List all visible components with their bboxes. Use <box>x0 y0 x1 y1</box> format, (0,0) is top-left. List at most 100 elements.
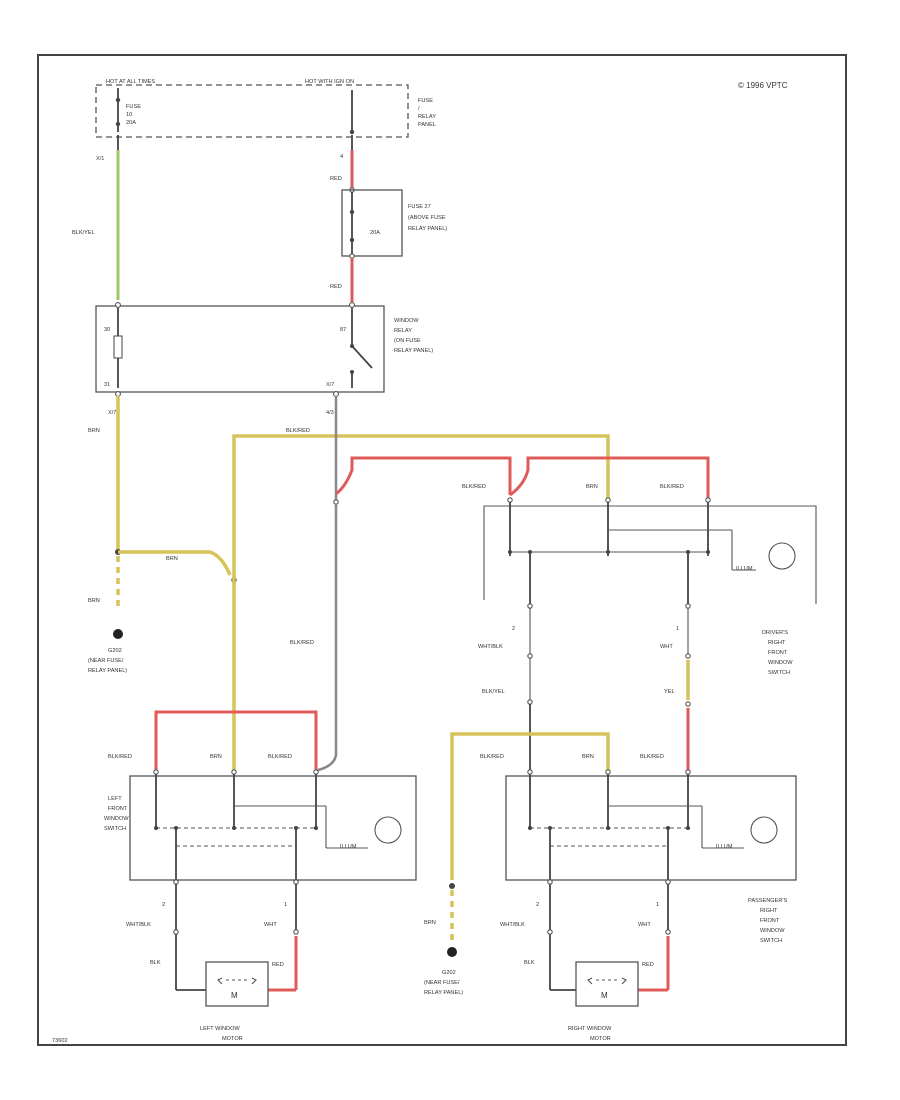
svg-text:BLK/RED: BLK/RED <box>108 754 132 760</box>
svg-text:BRN: BRN <box>210 754 222 760</box>
yel-label: YEL <box>664 689 675 695</box>
svg-text:LEFT WINDOW: LEFT WINDOW <box>200 1026 240 1032</box>
svg-text:RIGHT: RIGHT <box>768 640 786 646</box>
pin-x7: X/7 <box>108 410 116 416</box>
passenger-switch-label: PASSENGER'S RIGHT FRONT WINDOW SWITCH <box>748 898 787 944</box>
left-window-motor-label: LEFT WINDOW MOTOR <box>200 1026 243 1042</box>
wht-blk-label-drv: WHT/BLK <box>478 644 503 650</box>
svg-text:WINDOW: WINDOW <box>394 318 419 324</box>
svg-text:BLK/RED: BLK/RED <box>268 754 292 760</box>
fuse-panel-box <box>95 84 409 138</box>
svg-text:BLK/RED: BLK/RED <box>462 484 486 490</box>
right-window-motor: M <box>575 961 639 1007</box>
svg-text:RELAY: RELAY <box>394 328 412 334</box>
wht-blk-right: WHT/BLK <box>500 922 525 928</box>
red-label-2: RED <box>330 284 342 290</box>
svg-text:(NEAR FUSE/: (NEAR FUSE/ <box>88 658 124 664</box>
svg-text:(ON FUSE: (ON FUSE <box>394 338 421 344</box>
left-front-switch: BLK/RED BRN BLK/RED ILLUM <box>108 754 417 885</box>
wht-label-drv: WHT <box>660 644 673 650</box>
blk-label-left: BLK <box>150 960 161 966</box>
ground-g202-right <box>447 947 457 957</box>
svg-text:FUSE 27: FUSE 27 <box>408 204 431 210</box>
pin-2-drv: 2 <box>512 626 515 632</box>
fuse-27-label: FUSE 27 (ABOVE FUSE RELAY PANEL) <box>408 204 447 232</box>
svg-text:SWITCH: SWITCH <box>104 826 126 832</box>
svg-text:FRONT: FRONT <box>108 806 128 812</box>
red-label-right: RED <box>642 962 654 968</box>
svg-text:RIGHT: RIGHT <box>760 908 778 914</box>
window-relay: 30 31 87 X/7 <box>104 308 373 388</box>
svg-text:BLK/RED: BLK/RED <box>640 754 664 760</box>
svg-text:(ABOVE FUSE: (ABOVE FUSE <box>408 215 446 221</box>
svg-text:MOTOR: MOTOR <box>222 1036 243 1042</box>
ground-label-right: G202 (NEAR FUSE/ RELAY PANEL) <box>424 970 463 996</box>
hot-with-ign-label: HOT WITH IGN ON <box>305 79 354 85</box>
drivers-switch-label: DRIVER'S RIGHT FRONT WINDOW SWITCH <box>762 630 793 676</box>
red-label-left: RED <box>272 962 284 968</box>
fuse-relay-panel-label: FUSE / RELAY PANEL <box>418 98 436 128</box>
svg-text:ILLUM: ILLUM <box>340 844 357 850</box>
left-window-motor: M <box>205 961 269 1007</box>
svg-text:BLK/RED: BLK/RED <box>660 484 684 490</box>
ground-g202-left <box>113 629 123 639</box>
svg-text:FUSE: FUSE <box>418 98 433 104</box>
svg-text:10: 10 <box>126 112 132 118</box>
pin-1-drv: 1 <box>676 626 679 632</box>
blk-yel-label: BLK/YEL <box>72 230 95 236</box>
pin-1-left: 1 <box>284 902 287 908</box>
pin-4-3: 4/3 <box>326 410 334 416</box>
brn-label-3: BRN <box>166 556 178 562</box>
svg-text:FRONT: FRONT <box>760 918 780 924</box>
fuse-10: FUSE 10 20A <box>115 88 141 132</box>
svg-text:MOTOR: MOTOR <box>590 1036 611 1042</box>
svg-text:RELAY PANEL): RELAY PANEL) <box>408 226 447 232</box>
svg-text:SWITCH: SWITCH <box>768 670 790 676</box>
fuse-27-box <box>341 189 403 257</box>
svg-text:FRONT: FRONT <box>768 650 788 656</box>
svg-text:G202: G202 <box>108 648 122 654</box>
svg-text:/: / <box>418 106 420 112</box>
svg-text:WINDOW: WINDOW <box>104 816 129 822</box>
svg-text:RIGHT WINDOW: RIGHT WINDOW <box>568 1026 612 1032</box>
footer-id: 73602 <box>52 1038 68 1044</box>
svg-text:M: M <box>231 991 238 1000</box>
svg-text:PANEL: PANEL <box>418 122 436 128</box>
brn-label-1: BRN <box>88 428 100 434</box>
red-label-1: RED <box>330 176 342 182</box>
pin-2-left: 2 <box>162 902 165 908</box>
drivers-switch: BLK/RED BRN BLK/RED ILLUM <box>462 484 817 609</box>
right-window-motor-label: RIGHT WINDOW MOTOR <box>568 1026 612 1042</box>
brn-label-2: BRN <box>88 598 100 604</box>
svg-text:M: M <box>601 991 608 1000</box>
svg-text:(NEAR FUSE/: (NEAR FUSE/ <box>424 980 460 986</box>
svg-text:20A: 20A <box>370 230 380 236</box>
window-relay-box <box>95 305 385 393</box>
pin-4-top: 4 <box>340 154 343 160</box>
pin-1-right: 1 <box>656 902 659 908</box>
wht-label-right: WHT <box>638 922 651 928</box>
brn-label-right: BRN <box>424 920 436 926</box>
pin-x1-top: X/1 <box>96 156 104 162</box>
svg-text:BRN: BRN <box>582 754 594 760</box>
svg-text:DRIVER'S: DRIVER'S <box>762 630 788 636</box>
hot-at-all-times-label: HOT AT ALL TIMES <box>106 79 155 85</box>
svg-text:FUSE: FUSE <box>126 104 141 110</box>
svg-text:SWITCH: SWITCH <box>760 938 782 944</box>
svg-text:20A: 20A <box>126 120 136 126</box>
pin-2-right: 2 <box>536 902 539 908</box>
svg-text:LEFT: LEFT <box>108 796 122 802</box>
svg-text:RELAY PANEL): RELAY PANEL) <box>88 668 127 674</box>
fuse-27: 20A <box>349 192 380 254</box>
blk-red-label-top: BLK/RED <box>286 428 310 434</box>
svg-text:31: 31 <box>104 382 110 388</box>
window-relay-label: WINDOW RELAY (ON FUSE RELAY PANEL) <box>394 318 433 354</box>
blk-label-right: BLK <box>524 960 535 966</box>
left-front-switch-label: LEFT FRONT WINDOW SWITCH <box>104 796 129 832</box>
svg-text:ILLUM: ILLUM <box>716 844 733 850</box>
svg-text:PASSENGER'S: PASSENGER'S <box>748 898 787 904</box>
svg-text:87: 87 <box>340 327 346 333</box>
svg-text:BLK/RED: BLK/RED <box>480 754 504 760</box>
blk-red-label-mid: BLK/RED <box>290 640 314 646</box>
